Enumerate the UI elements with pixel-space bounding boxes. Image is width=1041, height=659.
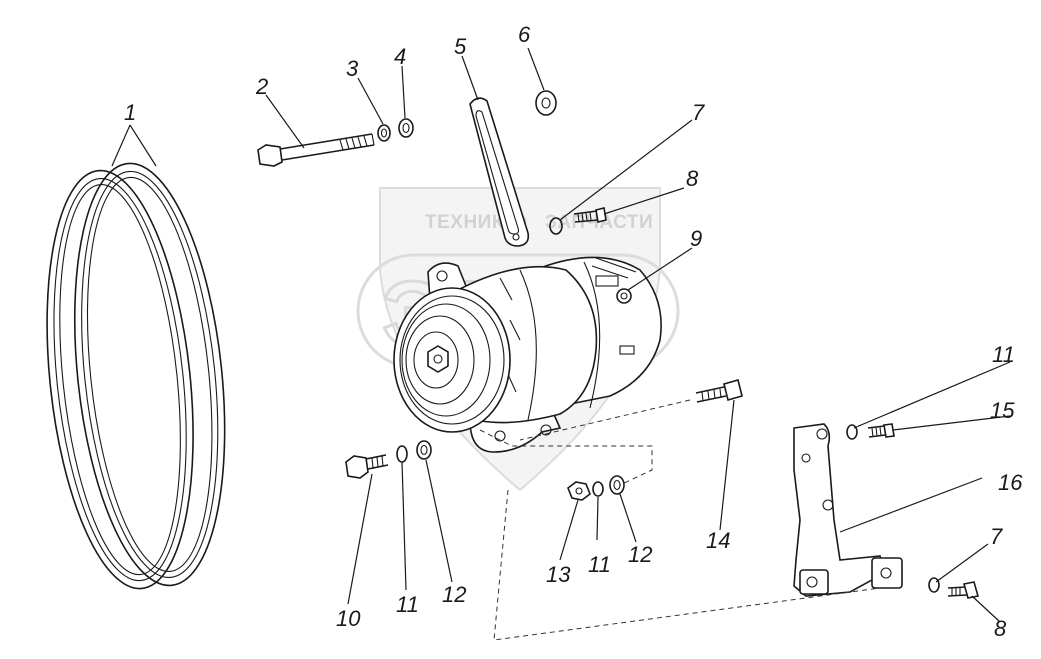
callout-5: 5 bbox=[454, 34, 467, 59]
mounting-bracket bbox=[793, 423, 903, 597]
leader-lines bbox=[111, 47, 1011, 623]
short-bolt-right bbox=[867, 423, 895, 438]
spacer-bushing bbox=[535, 90, 557, 116]
short-bolt-upper bbox=[573, 207, 607, 223]
spring-washer-right bbox=[846, 424, 858, 440]
flat-washer bbox=[398, 118, 414, 138]
callout-11-left: 11 bbox=[396, 592, 419, 617]
callout-1: 1 bbox=[124, 100, 136, 125]
callout-6: 6 bbox=[518, 22, 531, 47]
washer-lower bbox=[928, 577, 940, 593]
callout-7-upper: 7 bbox=[692, 100, 705, 125]
callout-12-middle: 12 bbox=[628, 542, 652, 567]
washer-upper bbox=[549, 217, 563, 235]
stud-bolt bbox=[695, 379, 743, 403]
short-bolt-lower bbox=[947, 581, 980, 599]
callout-16: 16 bbox=[998, 470, 1023, 495]
watermark-text-left: ТЕХНИКА bbox=[425, 212, 518, 233]
callout-11-right: 11 bbox=[992, 342, 1015, 367]
callout-labels: 1 2 3 4 5 6 7 8 9 11 15 16 7 8 14 13 11 … bbox=[124, 22, 1023, 641]
callout-8-lower: 8 bbox=[994, 616, 1007, 641]
flat-washer-middle bbox=[609, 475, 625, 495]
assembly-lines bbox=[479, 399, 881, 641]
adjusting-bar bbox=[469, 97, 530, 247]
hex-nut bbox=[567, 481, 591, 501]
hex-bolt bbox=[345, 454, 389, 479]
callout-9: 9 bbox=[690, 226, 702, 251]
alternator bbox=[393, 256, 662, 453]
callout-10: 10 bbox=[336, 606, 361, 631]
spring-washer-left bbox=[396, 445, 408, 463]
callout-13: 13 bbox=[546, 562, 571, 587]
flat-washer-left bbox=[416, 440, 432, 460]
callout-15: 15 bbox=[990, 398, 1015, 423]
spring-washer-middle bbox=[592, 481, 604, 497]
callout-12-left: 12 bbox=[442, 582, 466, 607]
callout-3: 3 bbox=[346, 56, 359, 81]
callout-8-upper: 8 bbox=[686, 166, 699, 191]
drive-belts bbox=[46, 162, 226, 590]
callout-2: 2 bbox=[255, 74, 268, 99]
callout-11-middle: 11 bbox=[588, 552, 611, 577]
spring-washer bbox=[377, 124, 391, 142]
long-bolt bbox=[257, 133, 375, 167]
callout-4: 4 bbox=[394, 44, 406, 69]
callout-14: 14 bbox=[706, 528, 730, 553]
callout-7-lower: 7 bbox=[990, 524, 1003, 549]
